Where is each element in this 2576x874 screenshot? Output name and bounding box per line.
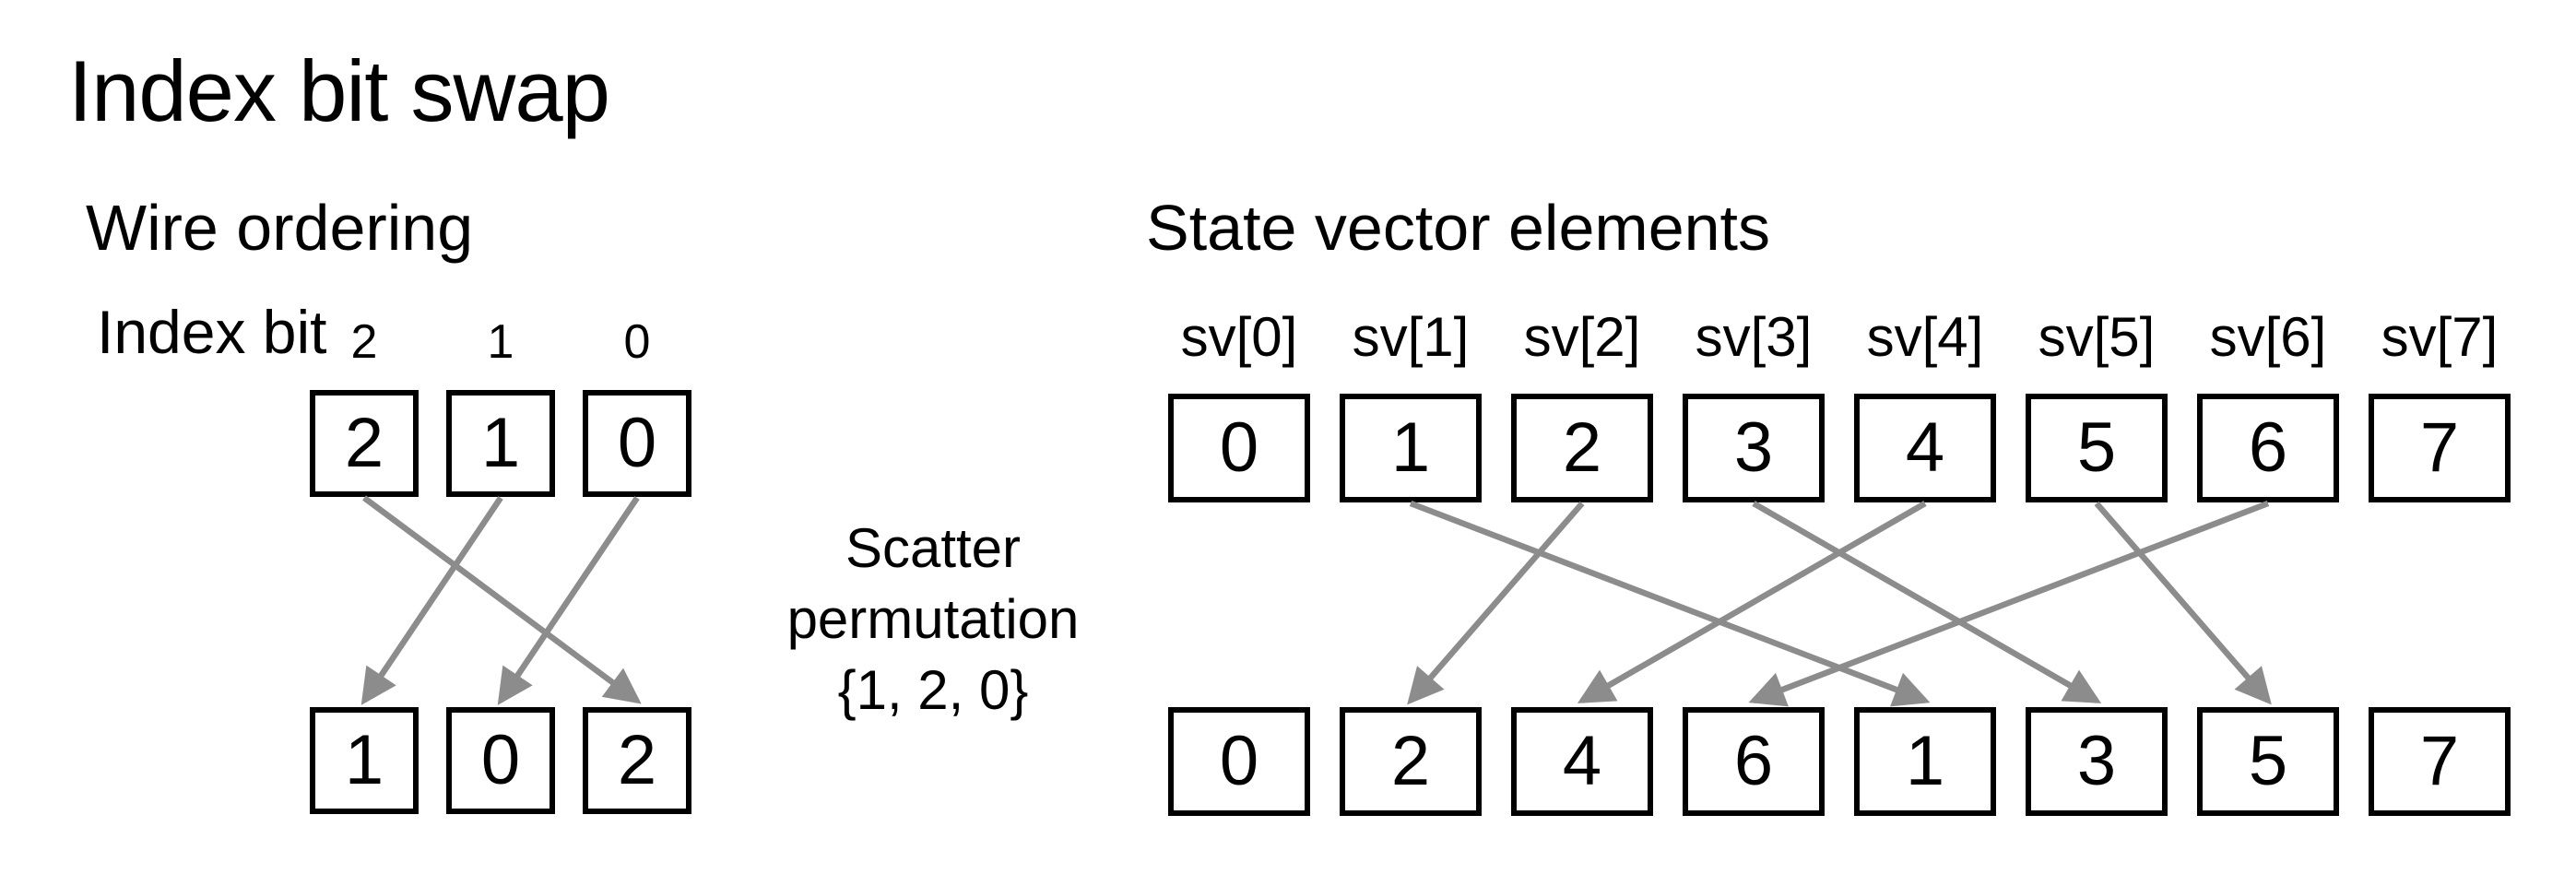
wire-arrow-1-to-0 [360, 496, 503, 705]
sv-top-box-0: 0 [1168, 394, 1310, 502]
box-value: 7 [2419, 408, 2460, 487]
box-value: 1 [344, 721, 384, 799]
box-value: 0 [617, 404, 657, 482]
box-value: 1 [1390, 408, 1431, 487]
wire-bottom-box-0: 1 [310, 707, 419, 814]
sv-bottom-box-2: 4 [1511, 707, 1653, 816]
state-vector-section-title: State vector elements [1146, 192, 1770, 264]
box-value: 6 [1733, 722, 1774, 800]
sv-top-box-2: 2 [1511, 394, 1653, 502]
scatter-line-2: permutation [786, 588, 1080, 650]
sv-bottom-box-7: 7 [2369, 707, 2511, 816]
box-value: 0 [1219, 722, 1259, 800]
scatter-line-1: Scatter [845, 517, 1022, 579]
page-title: Index bit swap [68, 42, 610, 139]
sv-bottom-box-5: 3 [2026, 707, 2168, 816]
box-value: 3 [1733, 408, 1774, 487]
sv-label-1: sv[1] [1352, 306, 1470, 368]
sv-arrow-6-to-3 [1748, 500, 2270, 707]
sv-bottom-box-4: 1 [1854, 707, 1996, 816]
box-value: 4 [1562, 722, 1602, 800]
sv-label-0: sv[0] [1180, 306, 1298, 368]
sv-arrow-3-to-5 [1752, 501, 2102, 703]
wire-bit-label-2: 0 [623, 315, 651, 369]
box-value: 7 [2419, 722, 2460, 800]
wire-bottom-box-2: 2 [583, 707, 691, 814]
box-value: 0 [1219, 408, 1259, 487]
sv-top-box-6: 6 [2197, 394, 2339, 502]
sv-bottom-box-0: 0 [1168, 707, 1310, 816]
sv-label-3: sv[3] [1695, 306, 1813, 368]
wire-top-box-2: 0 [583, 390, 691, 497]
sv-top-box-1: 1 [1340, 394, 1482, 502]
box-value: 5 [2248, 722, 2288, 800]
wire-top-box-1: 1 [446, 390, 555, 497]
box-value: 1 [1905, 722, 1945, 800]
wire-ordering-section-title: Wire ordering [86, 192, 474, 264]
box-value: 3 [2076, 722, 2117, 800]
wire-bit-label-1: 1 [487, 315, 514, 369]
wire-bit-label-0: 2 [350, 315, 378, 369]
sv-bottom-box-6: 5 [2197, 707, 2339, 816]
sv-arrow-2-to-1 [1407, 501, 1585, 705]
sv-label-6: sv[6] [2209, 306, 2327, 368]
sv-bottom-box-3: 6 [1683, 707, 1825, 816]
box-value: 2 [1390, 722, 1431, 800]
sv-arrow-1-to-4 [1409, 500, 1931, 707]
scatter-permutation-label: Scatter permutation {1, 2, 0} [758, 513, 1108, 726]
wire-bottom-box-1: 0 [446, 707, 555, 814]
box-value: 6 [2248, 408, 2288, 487]
sv-label-4: sv[4] [1866, 306, 1984, 368]
wire-arrow-2-to-1 [497, 496, 640, 705]
sv-top-box-4: 4 [1854, 394, 1996, 502]
sv-label-5: sv[5] [2038, 306, 2156, 368]
box-value: 2 [344, 404, 384, 482]
scatter-line-3: {1, 2, 0} [837, 659, 1029, 721]
sv-arrow-4-to-2 [1577, 501, 1927, 703]
box-value: 2 [1562, 408, 1602, 487]
box-value: 0 [480, 721, 521, 799]
sv-arrow-5-to-6 [2094, 501, 2272, 705]
box-value: 5 [2076, 408, 2117, 487]
index-bit-row-label: Index bit [97, 298, 327, 366]
wire-top-box-0: 2 [310, 390, 419, 497]
sv-bottom-box-1: 2 [1340, 707, 1482, 816]
box-value: 2 [617, 721, 657, 799]
sv-label-7: sv[7] [2381, 306, 2499, 368]
box-value: 4 [1905, 408, 1945, 487]
sv-top-box-3: 3 [1683, 394, 1825, 502]
sv-label-2: sv[2] [1523, 306, 1641, 368]
wire-arrow-0-to-2 [362, 495, 642, 704]
box-value: 1 [480, 404, 521, 482]
sv-top-box-7: 7 [2369, 394, 2511, 502]
sv-top-box-5: 5 [2026, 394, 2168, 502]
